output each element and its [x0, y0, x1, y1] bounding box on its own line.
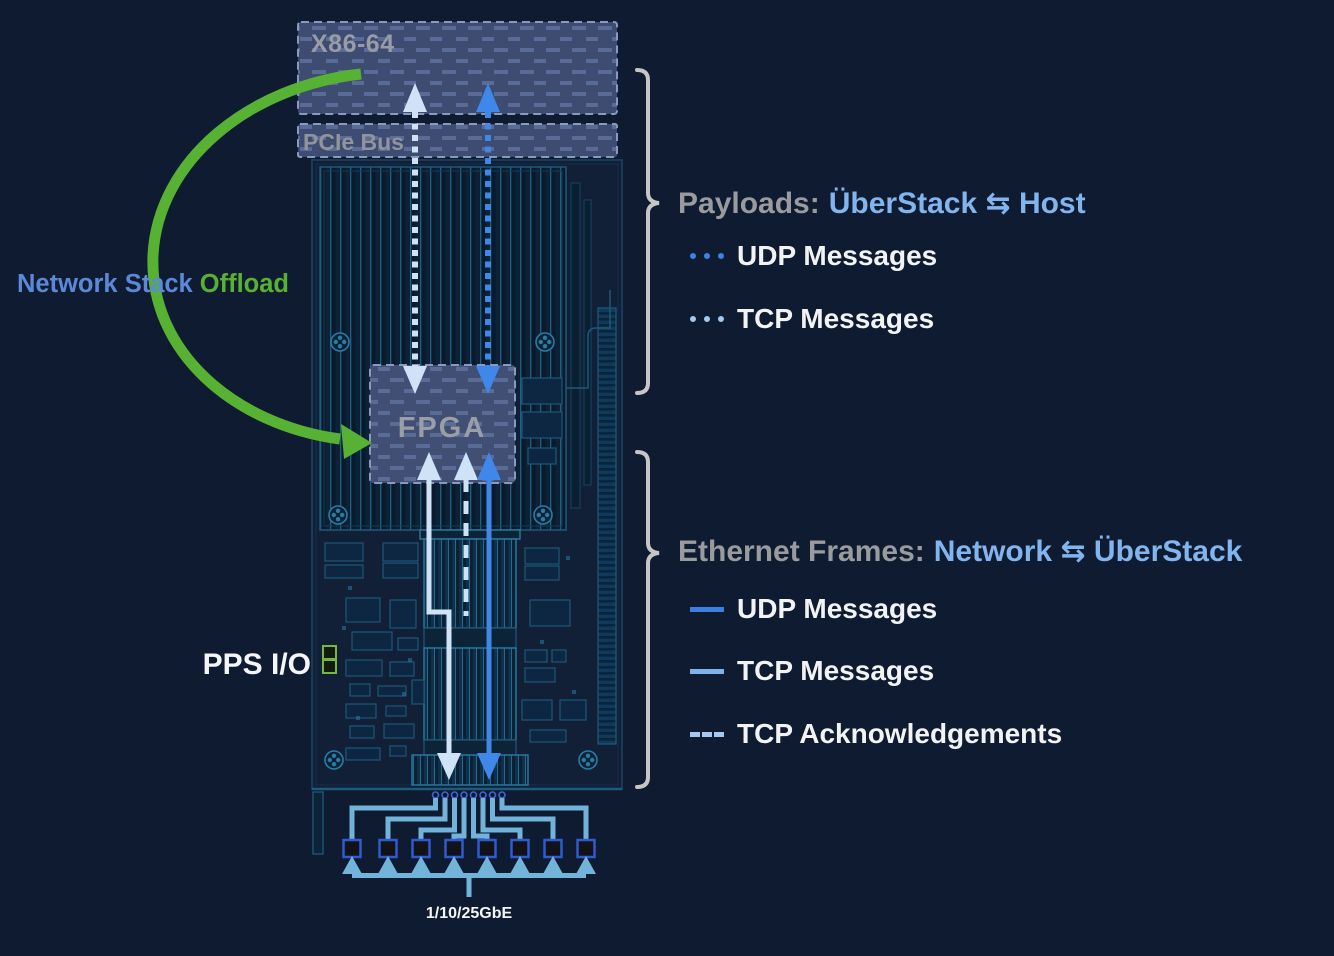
pps-indicator-leds: [322, 645, 337, 674]
legend-item-label: UDP Messages: [737, 593, 938, 624]
dotted-line-swatch: [690, 253, 724, 259]
legend-item-payload-tcp: TCP Messages: [690, 301, 934, 337]
payloads-heading-prefix: Payloads:: [678, 187, 820, 220]
screw-icon: [533, 505, 553, 525]
tcp-ack-line: [454, 452, 478, 616]
legend-item-payload-udp: UDP Messages: [690, 238, 937, 274]
gbe-port-label: 1/10/25GbE: [426, 905, 513, 922]
offload-label-primary: Network Stack: [17, 270, 194, 298]
payloads-heading-accent: ÜberStack ⇆ Host: [828, 187, 1086, 220]
payloads-brace: [635, 68, 660, 395]
payloads-heading: Payloads:ÜberStack ⇆ Host: [678, 186, 1086, 221]
legend-item-eth-udp: UDP Messages: [690, 591, 937, 627]
screw-icon: [535, 332, 555, 352]
legend-item-label: UDP Messages: [737, 240, 938, 271]
dotted-line-swatch: [690, 316, 724, 322]
pcb-strip: [570, 182, 581, 509]
legend-item-label: TCP Messages: [737, 303, 935, 334]
pcb-components: [324, 377, 587, 761]
port-fanout: [349, 798, 589, 897]
pcie-bus-box: [297, 123, 618, 158]
pcie-bus-label: PCIe Bus: [303, 129, 404, 155]
pcb-microparts: [342, 556, 576, 720]
tcp-messages-line: [417, 452, 461, 780]
payload-arrow-udp-blue: [476, 83, 500, 394]
ethernet-brace: [635, 450, 660, 789]
screw-icon: [328, 505, 348, 525]
pcb-trace: [566, 290, 611, 389]
ethernet-heading-prefix: Ethernet Frames:: [678, 535, 925, 568]
fpga-label: FPGA: [398, 412, 487, 444]
solid-line-swatch: [690, 668, 724, 674]
solid-line-swatch: [690, 606, 724, 612]
heatsink: [319, 166, 567, 531]
screw-icon: [578, 750, 598, 770]
x86-box: [297, 21, 618, 115]
fpga-box: [369, 364, 516, 484]
screw-icon: [324, 750, 344, 770]
legend-item-label: TCP Acknowledgements: [737, 718, 1063, 749]
legend-item-eth-tcp: TCP Messages: [690, 653, 934, 689]
edge-connector-strip: [597, 307, 617, 745]
legend-item-label: TCP Messages: [737, 655, 935, 686]
ethernet-heading: Ethernet Frames:Network ⇆ ÜberStack: [678, 534, 1242, 569]
sfp-cage: [411, 529, 529, 786]
pps-io-label: PPS I/O: [203, 648, 311, 681]
dashed-line-swatch: [690, 731, 724, 737]
offload-arrowhead: [341, 424, 372, 459]
legend-item-eth-tcp-ack: TCP Acknowledgements: [690, 716, 1062, 752]
ethernet-ports: [342, 838, 596, 859]
ethernet-heading-accent: Network ⇆ ÜberStack: [933, 535, 1243, 568]
faceplate-tab: [312, 791, 324, 855]
screw-icon: [330, 332, 350, 352]
pcb-board: [311, 159, 623, 855]
offload-label-accent: Offload: [200, 270, 289, 298]
connector-pins: [431, 791, 506, 799]
port-arrows: [342, 856, 596, 874]
payload-arrow-tcp-light: [403, 83, 427, 394]
cpu-label: X86-64: [311, 30, 395, 58]
offload-arc-arrow: [147, 68, 372, 459]
udp-messages-line: [477, 452, 501, 780]
